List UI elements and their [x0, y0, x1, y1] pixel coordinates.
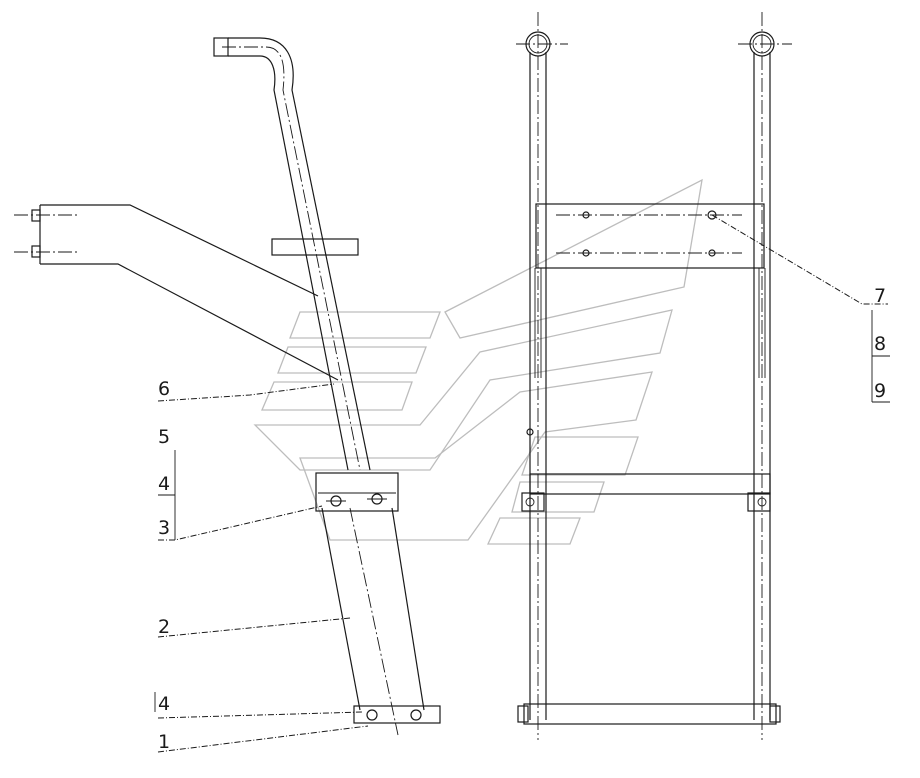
middle-rung [529, 473, 771, 495]
watermark-logo [253, 178, 703, 545]
mounting-plate [535, 203, 765, 269]
callout-brackets [154, 310, 890, 712]
lower-leg-part [321, 507, 425, 736]
callout-labels: 6 5 4 3 2 4 1 7 8 9 [158, 285, 886, 753]
handrail-part [213, 37, 371, 471]
clamp-block-part [315, 472, 399, 512]
ladder-front-view [516, 12, 792, 740]
callout-6: 6 [158, 378, 170, 400]
callout-4-upper: 4 [158, 473, 170, 495]
step-plate-side [271, 238, 359, 256]
callout-8: 8 [874, 333, 886, 355]
callout-5: 5 [158, 426, 170, 448]
side-bracket-part [14, 204, 339, 381]
foot-block-part [353, 705, 441, 724]
leader-lines [157, 214, 888, 753]
bottom-rung [523, 703, 777, 725]
callout-4-lower: 4 [158, 693, 170, 715]
callout-7: 7 [874, 285, 886, 307]
callout-3: 3 [158, 517, 170, 539]
callout-1: 1 [158, 731, 170, 753]
callout-2: 2 [158, 616, 170, 638]
callout-9: 9 [874, 380, 886, 402]
